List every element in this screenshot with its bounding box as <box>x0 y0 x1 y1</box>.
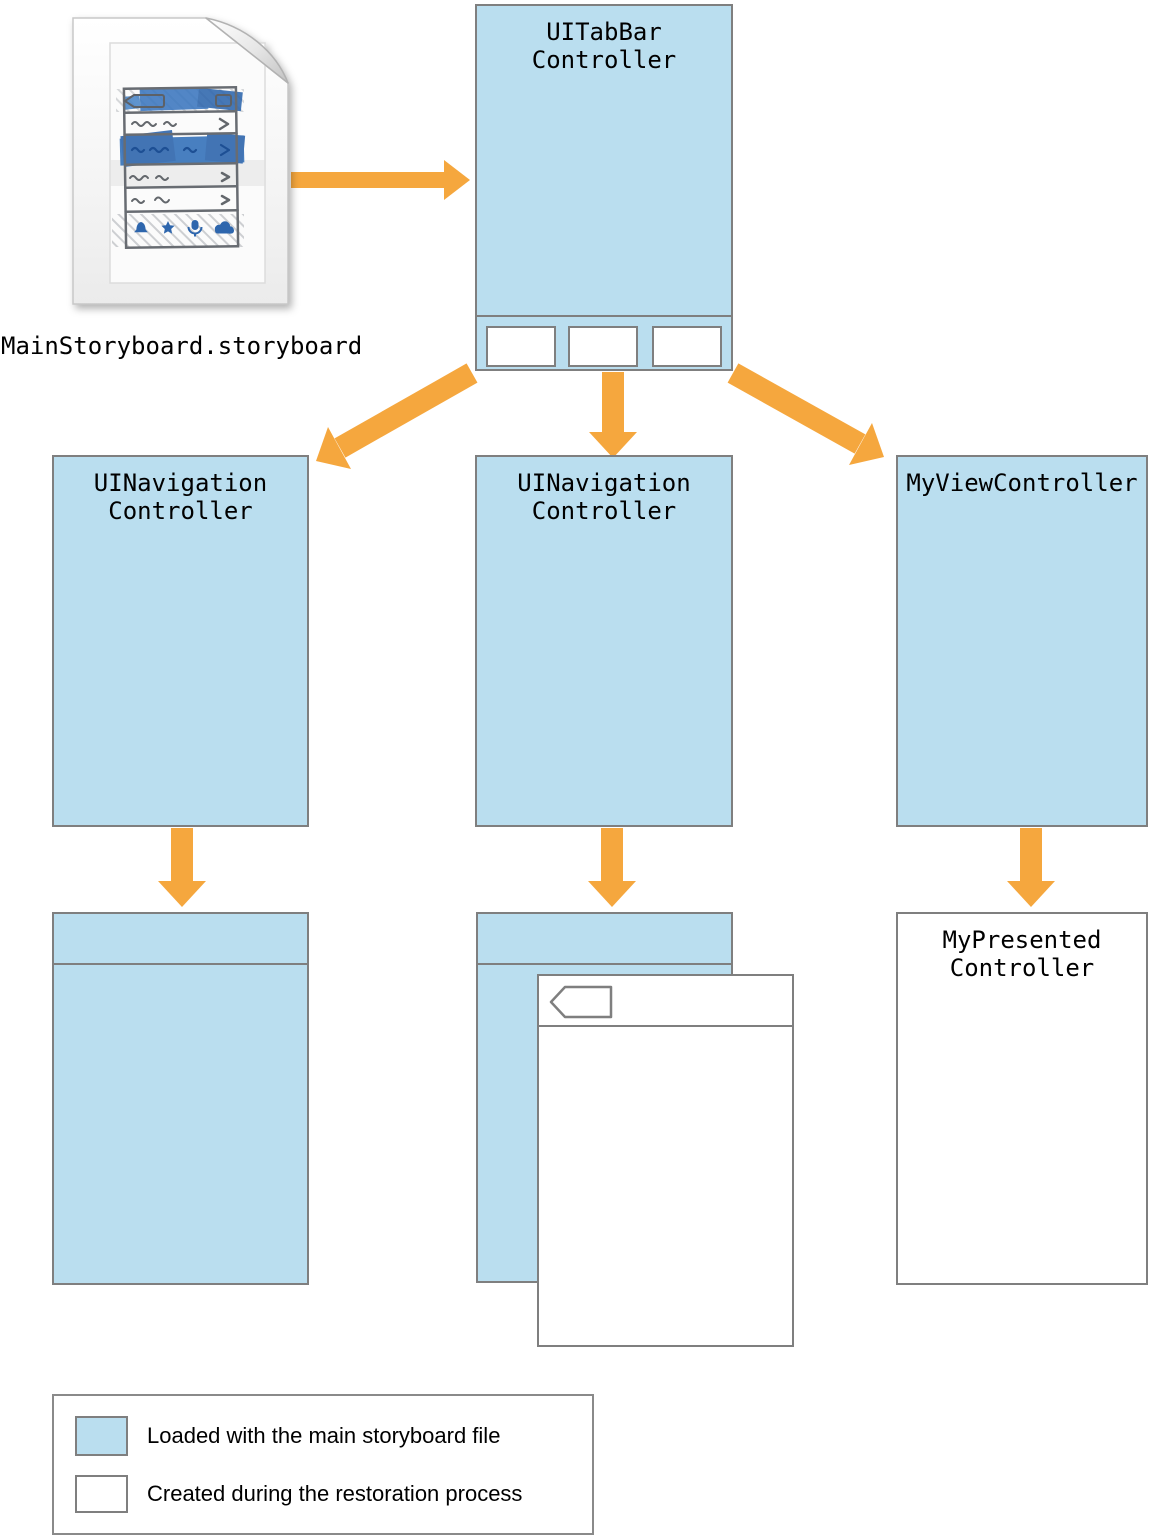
node-mypresentedcontroller: MyPresented Controller <box>896 912 1148 1285</box>
row-squiggles <box>129 121 177 204</box>
navigation-bar-band <box>54 914 307 965</box>
storyboard-document-icon <box>72 17 289 305</box>
node-label: MyPresented Controller <box>942 926 1102 982</box>
arrow-myviewcontroller-to-mypresented <box>1007 828 1055 907</box>
tab-slot-1 <box>486 326 556 367</box>
cloud-icon <box>214 221 234 234</box>
star-icon <box>161 221 175 234</box>
restoration-created-detail-view <box>537 974 794 1347</box>
legend-label-restoration-created: Created during the restoration process <box>147 1481 523 1506</box>
node-uinavigationcontroller-center: UINavigation Controller <box>475 455 733 827</box>
page-fold-corner <box>205 17 289 84</box>
restored-nav-view-left <box>52 912 309 1285</box>
highlight-row-ink <box>130 143 231 157</box>
arrow-tabbar-to-nav-left <box>316 363 478 469</box>
tab-slot-2 <box>568 326 638 367</box>
node-uitabbarcontroller: UITabBar Controller <box>475 4 733 371</box>
back-button-icon <box>549 985 613 1019</box>
sketched-navbar-controls <box>123 94 232 108</box>
legend-swatch-storyboard-loaded <box>75 1416 128 1456</box>
sketched-table-frame <box>122 85 240 250</box>
node-label: UITabBar Controller <box>531 18 677 74</box>
row-chevrons <box>218 117 231 206</box>
navigation-bar-band <box>478 914 731 965</box>
node-label: UINavigation Controller <box>517 469 691 525</box>
node-label: MyViewController <box>906 469 1138 497</box>
node-myviewcontroller: MyViewController <box>896 455 1148 827</box>
tab-bar-strip <box>477 315 731 369</box>
node-uinavigationcontroller-left: UINavigation Controller <box>52 455 309 827</box>
right-button-sketch <box>215 94 232 107</box>
arrow-tabbar-to-nav-center <box>589 372 637 458</box>
arrow-storyboard-to-tabbar <box>291 160 470 200</box>
node-label: UINavigation Controller <box>93 469 268 525</box>
mic-icon <box>187 220 203 237</box>
legend: Loaded with the main storyboard file Cre… <box>52 1394 594 1535</box>
arrow-tabbar-to-myviewcontroller <box>727 363 884 465</box>
navigation-bar-band <box>539 976 792 1027</box>
arrow-nav-left-to-restored-view <box>158 828 206 907</box>
arrow-nav-center-to-restored-view <box>588 828 636 907</box>
legend-label-storyboard-loaded: Loaded with the main storyboard file <box>147 1423 501 1448</box>
bell-icon <box>134 222 148 233</box>
tab-slot-3 <box>652 326 722 367</box>
sketched-tabbar-icons <box>134 220 234 237</box>
legend-swatch-restoration-created <box>75 1475 128 1513</box>
back-label-sketch <box>123 94 165 108</box>
storyboard-file-name: MainStoryboard.storyboard <box>1 332 363 360</box>
